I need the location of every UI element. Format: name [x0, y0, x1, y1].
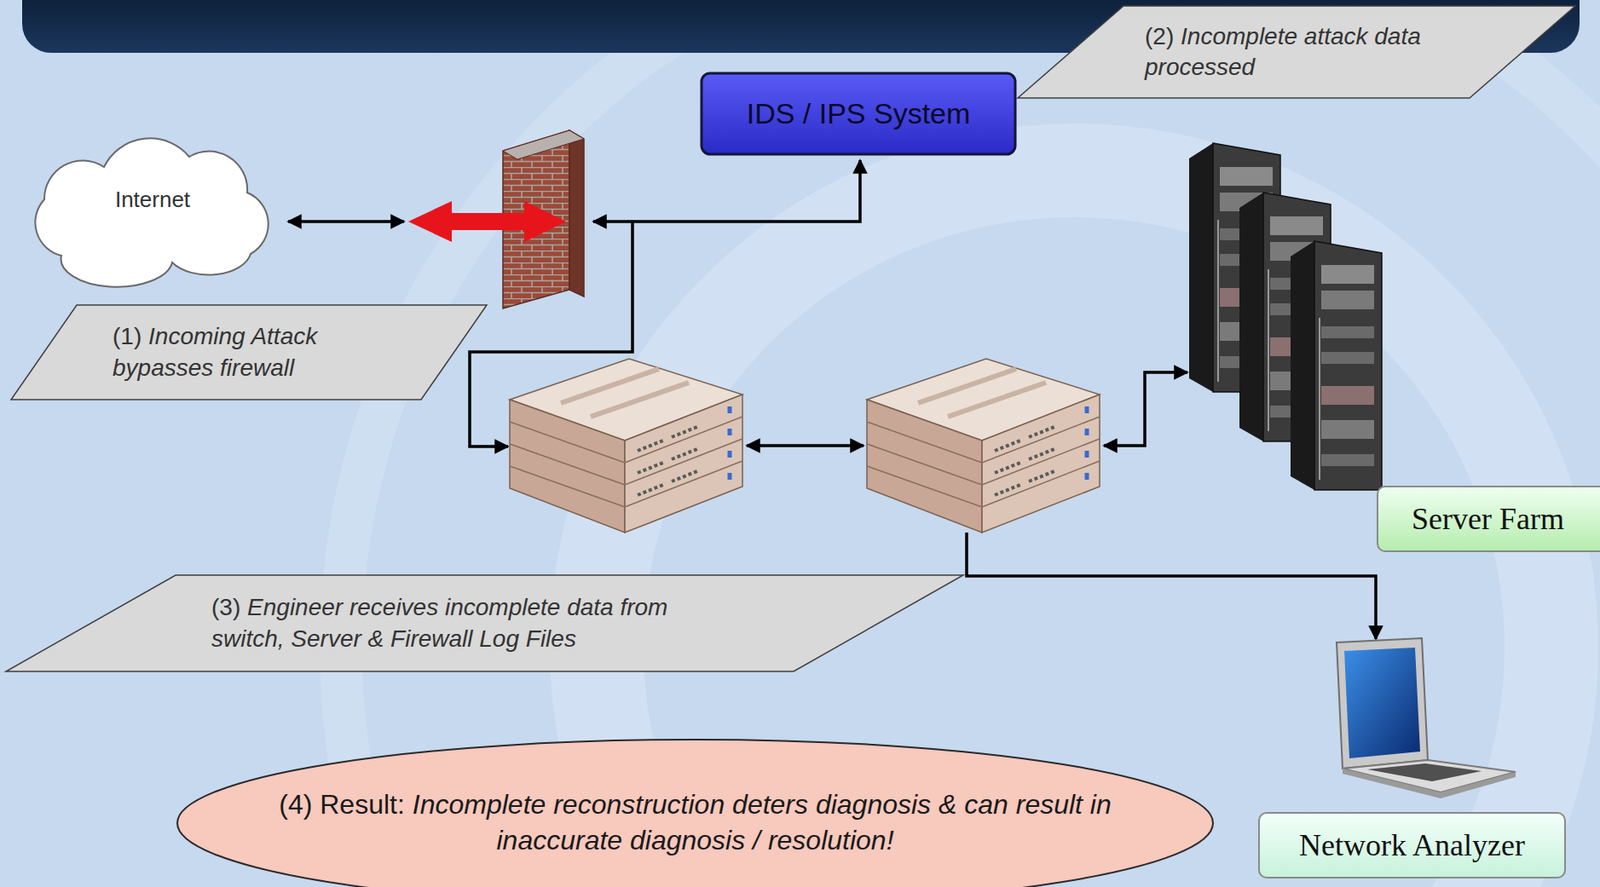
node-text: Incomplete attack data processed: [1144, 23, 1421, 81]
callout-number: (2): [1144, 23, 1174, 50]
text-block: IDS / IPS System: [746, 94, 971, 133]
callout-box: (1)Incoming Attack bypasses firewall: [10, 304, 488, 401]
node-text: IDS / IPS System: [746, 97, 971, 130]
callout-number: (1): [112, 323, 142, 350]
node-outline: [1016, 5, 1577, 99]
node-shape: [1259, 813, 1566, 878]
text-block: Internet: [115, 185, 191, 215]
callout-number: (3): [211, 594, 241, 621]
node-shape: [1377, 486, 1600, 552]
label-box: Network Analyzer: [1257, 811, 1567, 880]
node-shape: [177, 739, 1213, 887]
node-text: Incomplete reconstruction deters diagnos…: [412, 789, 1112, 856]
node-shape: [34, 138, 268, 287]
node-text: Engineer receives incomplete data from s…: [211, 594, 668, 652]
callout-box: (3)Engineer receives incomplete data fro…: [5, 574, 965, 673]
server-rack: [1290, 241, 1382, 491]
label-box: Server Farm: [1375, 485, 1600, 554]
laptop-icon: [1336, 638, 1516, 799]
text-block: (3)Engineer receives incomplete data fro…: [211, 592, 689, 655]
result-ellipse: (4) Result:Incomplete reconstruction det…: [175, 738, 1215, 887]
network-switch: [509, 358, 743, 533]
node-shape: [11, 305, 487, 400]
node-shape: [701, 73, 1016, 155]
node-outline: [10, 304, 488, 401]
internet-cloud: Internet: [18, 127, 287, 273]
ids-box: IDS / IPS System: [699, 71, 1017, 156]
node-shape: [5, 575, 964, 672]
node-text: Internet: [115, 186, 191, 213]
node-shape: [1017, 5, 1576, 99]
text-block: (1)Incoming Attack bypasses firewall: [112, 321, 377, 384]
callout-number: (4) Result:: [278, 789, 405, 821]
node-outline: [5, 574, 965, 673]
node-text: Incoming Attack bypasses firewall: [112, 323, 318, 381]
node-text: Network Analyzer: [1299, 828, 1525, 863]
text-block: Network Analyzer: [1299, 825, 1525, 867]
network-switch: [866, 358, 1100, 533]
text-block: Server Farm: [1411, 499, 1565, 540]
callout-box: (2)Incomplete attack data processed: [1016, 5, 1577, 99]
text-block: (4) Result:Incomplete reconstruction det…: [265, 787, 1127, 859]
node-text: Server Farm: [1411, 502, 1565, 537]
attack-arrow: [408, 201, 567, 243]
text-block: (2)Incomplete attack data processed: [1144, 21, 1427, 84]
